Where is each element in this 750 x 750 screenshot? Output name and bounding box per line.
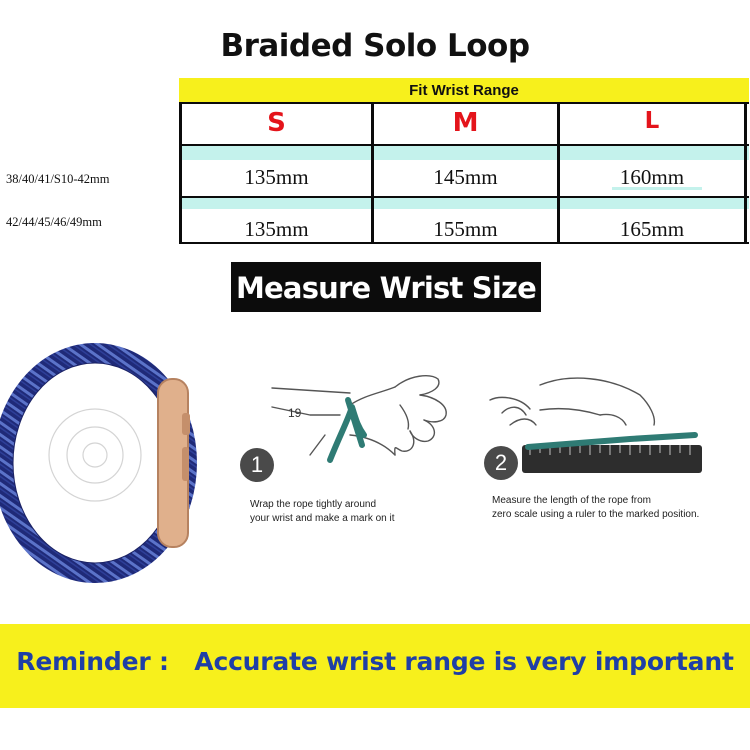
table-cell: 145mm [433,165,498,189]
step2-instruction: Measure the length of the rope from zero… [492,494,742,522]
measure-title-box [231,262,541,312]
row-label: 38/40/41/S10-42mm [6,172,110,186]
table-header-band [179,78,749,102]
size-s-label: S [267,108,286,138]
step2-line2: zero scale using a ruler to the marked p… [492,509,700,520]
table-cell: 160mm [619,165,685,189]
table-line [179,196,749,198]
table-cell: 135mm [244,217,309,241]
measure-title: Measure Wrist Size [236,271,537,305]
reminder-band [0,624,750,708]
step2-number-badge: 2 [484,446,518,480]
table-cell: 135mm [244,165,309,189]
watch-band-illustration [0,343,197,583]
row-label: 42/44/45/46/49mm [6,215,102,229]
reminder-text: Reminder : Accurate wrist range is very … [16,647,734,676]
wrist-diagram-arcs [48,408,142,502]
step1-instruction: Wrap the rope tightly around your wrist … [250,498,450,526]
size-m-label: M [452,108,479,138]
row-separator [179,146,749,160]
step1-line2: your wrist and make a mark on it [250,513,395,524]
ruler [522,445,702,473]
table-line [179,102,182,244]
table-line [179,102,749,104]
table-line [557,102,560,244]
step1-line1: Wrap the rope tightly around [250,499,377,510]
page-title: Braided Solo Loop [220,28,530,64]
table-line [179,242,749,244]
step1-number-badge: 1 [240,448,274,482]
table-line [179,144,749,146]
table-header-label: Fit Wrist Range [409,82,519,99]
ruler-mark-label: 19 [288,406,302,420]
row-separator [179,198,749,209]
step2-illustration [489,377,702,473]
table-line [371,102,374,244]
size-l-label: L [644,108,660,134]
step1-illustration: 19 [271,375,447,463]
underline-mark [612,187,702,190]
step2-line1: Measure the length of the rope from [492,495,651,506]
table-line [744,102,747,244]
table-cell: 155mm [433,217,498,241]
table-cell: 165mm [619,217,685,241]
